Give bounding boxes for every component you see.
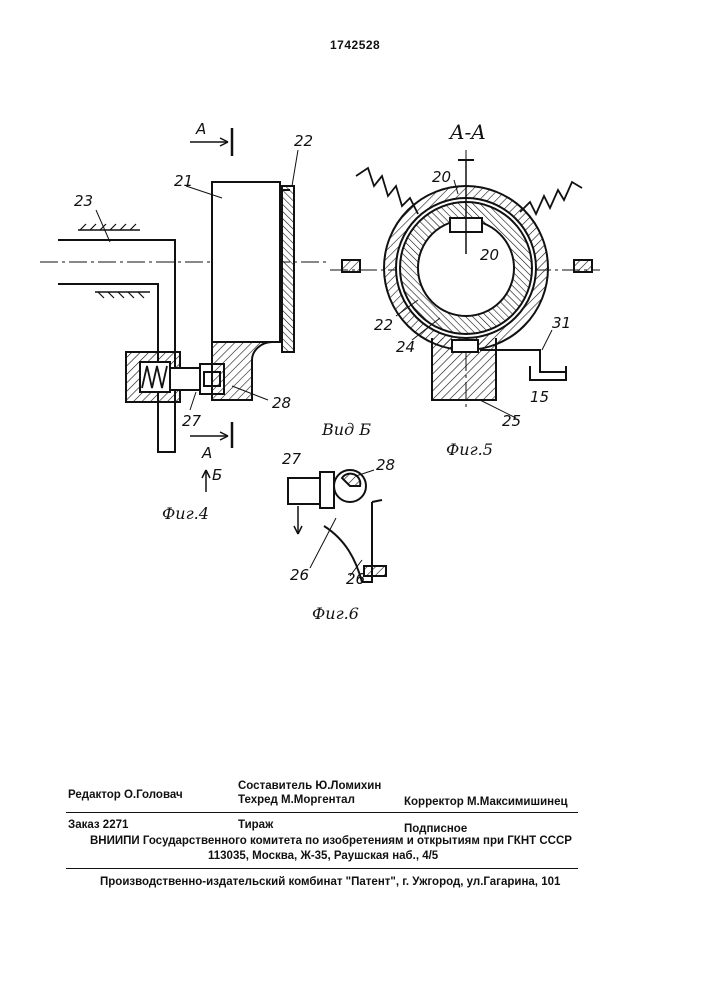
subscription: Подписное	[404, 823, 467, 835]
order: Заказ 2271	[68, 819, 128, 831]
part-label-26-right: 26	[346, 570, 365, 588]
part-label-20-top: 20	[432, 168, 451, 186]
figure-5-caption: Фиг.5	[446, 440, 493, 459]
part-label-31: 31	[552, 314, 571, 332]
section-arrow-label-top: A	[196, 120, 206, 138]
corrector: Корректор М.Максимишинец	[404, 796, 568, 808]
part-label-27-view: 27	[282, 450, 301, 468]
imprint-rule-top	[66, 812, 578, 813]
part-label-24: 24	[396, 338, 415, 356]
compiler: Составитель Ю.Ломихин	[238, 780, 381, 792]
organization: ВНИИПИ Государственного комитета по изоб…	[90, 835, 572, 847]
part-label-15: 15	[530, 388, 549, 406]
part-label-23: 23	[74, 192, 93, 210]
section-label: A-A	[450, 120, 486, 144]
part-label-25: 25	[502, 412, 521, 430]
figure-6-caption: Фиг.6	[312, 604, 359, 623]
part-label-26-left: 26	[290, 566, 309, 584]
part-label-20-mid: 20	[480, 246, 499, 264]
figure-4-caption: Фиг.4	[162, 504, 209, 523]
view-arrow-label-b: Б	[212, 466, 222, 484]
part-label-22-ring: 22	[374, 316, 393, 334]
address: 113035, Москва, Ж-35, Раушская наб., 4/5	[208, 850, 438, 862]
view-b-label: Вид Б	[322, 420, 371, 439]
publisher: Производственно-издательский комбинат "П…	[100, 876, 560, 888]
editor: Редактор О.Головач	[68, 789, 183, 801]
part-label-21: 21	[174, 172, 193, 190]
part-label-22: 22	[294, 132, 313, 150]
techred: Техред М.Моргентал	[238, 794, 355, 806]
technical-drawing	[0, 0, 707, 700]
part-label-27: 27	[182, 412, 201, 430]
part-label-28: 28	[272, 394, 291, 412]
part-label-28-view: 28	[376, 456, 395, 474]
figure-5-drawing	[330, 150, 600, 418]
section-arrow-label-bottom: A	[202, 444, 212, 462]
imprint-rule-bottom	[66, 868, 578, 869]
circulation: Тираж	[238, 819, 273, 831]
